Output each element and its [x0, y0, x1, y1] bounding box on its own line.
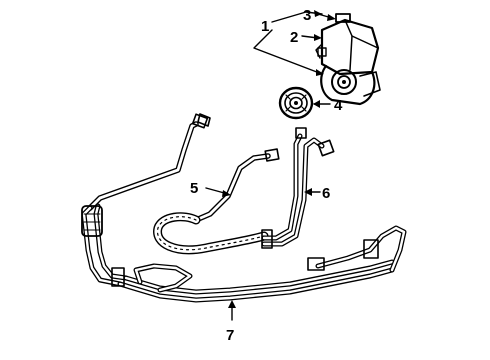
- pump-pulley: [278, 86, 314, 120]
- callout-leaders-top: [253, 10, 336, 108]
- callout-4: 4: [334, 97, 343, 114]
- callout-1: 1: [261, 18, 269, 35]
- power-steering-pump-assembly: [315, 13, 381, 106]
- callout-6: 6: [322, 185, 330, 202]
- cooler-lines: [81, 203, 407, 303]
- pressure-line-left: [87, 113, 211, 211]
- pump-body: [320, 64, 376, 106]
- callout-7: 7: [226, 327, 234, 344]
- pressure-hose: [153, 148, 280, 255]
- callout-3: 3: [303, 7, 311, 24]
- return-hose: [261, 127, 335, 249]
- callout-5: 5: [190, 180, 198, 197]
- reservoir-cap: [335, 13, 351, 23]
- rubber-coupler: [81, 205, 103, 237]
- callout-2: 2: [290, 29, 298, 46]
